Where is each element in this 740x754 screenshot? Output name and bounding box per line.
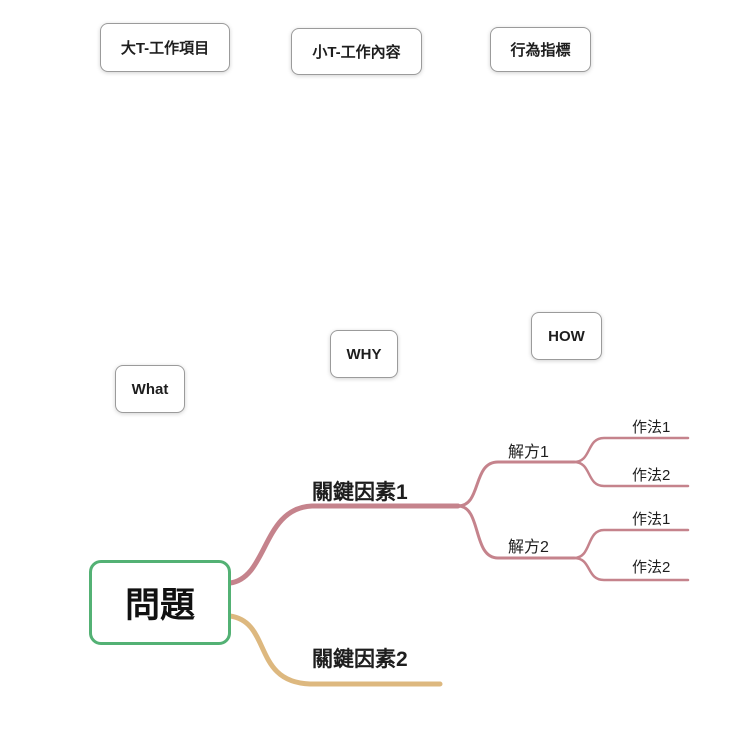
topic-s1-method-2[interactable]: 作法2 <box>632 467 671 484</box>
topic-solution-2[interactable]: 解方2 <box>508 539 549 556</box>
branch-line-s1-method1 <box>572 436 690 464</box>
topic-s2-method-2[interactable]: 作法2 <box>632 559 671 576</box>
topic-s2-method-1[interactable]: 作法1 <box>632 511 671 528</box>
branch-line-s2-method2 <box>572 556 690 582</box>
floating-topic-small-t-label: 小T-工作內容 <box>312 44 401 61</box>
branch-line-factor1 <box>227 503 461 586</box>
topic-solution-1[interactable]: 解方1 <box>508 444 549 461</box>
branch-line-s2-method1 <box>572 528 690 560</box>
floating-topic-big-t[interactable]: 大T-工作項目 <box>100 23 230 72</box>
floating-topic-how[interactable]: HOW <box>531 312 602 360</box>
root-node-label: 問題 <box>124 586 195 625</box>
floating-topic-why[interactable]: WHY <box>330 330 398 378</box>
floating-topic-small-t[interactable]: 小T-工作內容 <box>291 28 422 75</box>
floating-topic-what[interactable]: What <box>115 365 185 413</box>
root-node[interactable]: 問題 <box>89 560 231 645</box>
topic-key-factor-1[interactable]: 關鍵因素1 <box>312 481 408 504</box>
branch-line-solution2 <box>456 504 576 560</box>
topic-s1-method-1[interactable]: 作法1 <box>632 419 671 436</box>
floating-topic-how-label: HOW <box>548 327 585 345</box>
branch-line-factor2 <box>227 613 443 687</box>
branch-line-s1-method2 <box>572 460 690 488</box>
floating-topic-big-t-label: 大T-工作項目 <box>120 40 210 57</box>
floating-topic-behavior-index[interactable]: 行為指標 <box>490 27 591 72</box>
floating-topic-why-label: WHY <box>346 345 382 363</box>
floating-topic-what-label: What <box>131 380 169 398</box>
branch-line-solution1 <box>456 460 576 508</box>
topic-key-factor-2[interactable]: 關鍵因素2 <box>312 648 408 671</box>
floating-topic-behavior-index-label: 行為指標 <box>510 42 571 59</box>
